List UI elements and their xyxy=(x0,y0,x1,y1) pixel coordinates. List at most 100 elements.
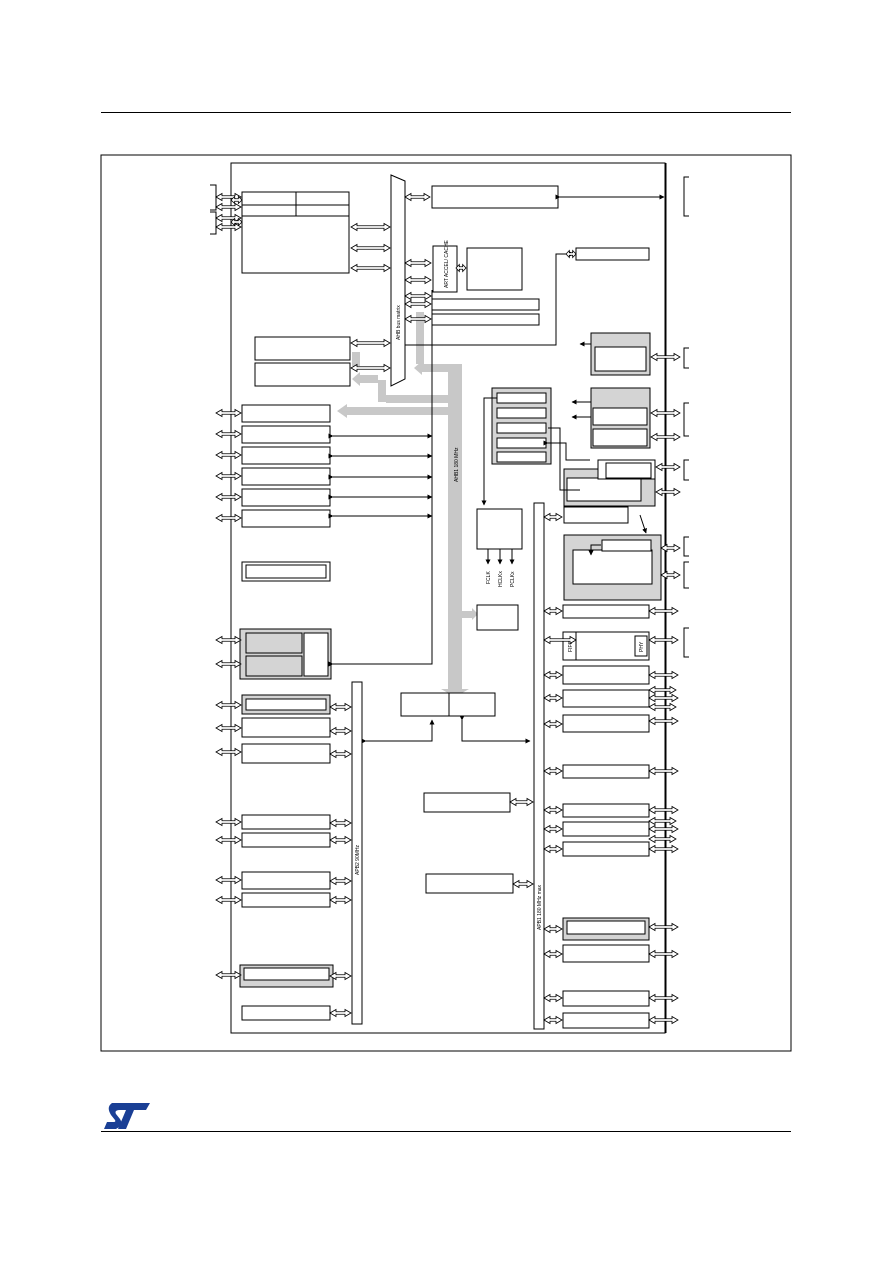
flash-block xyxy=(466,247,523,291)
double-arrow xyxy=(543,606,563,616)
double-arrow xyxy=(543,766,563,776)
standalone-block-inner xyxy=(245,564,327,579)
figure-frame xyxy=(100,154,792,1052)
clock-outputs xyxy=(485,549,515,565)
double-arrow xyxy=(215,408,242,418)
double-arrow xyxy=(329,876,352,886)
center-block xyxy=(423,792,511,813)
double-arrow xyxy=(650,432,681,442)
header-rule xyxy=(101,112,791,113)
double-arrow xyxy=(648,993,679,1003)
pin-bracket xyxy=(683,459,689,481)
double-arrow xyxy=(543,670,563,680)
double-arrow xyxy=(648,816,677,826)
double-arrow xyxy=(543,693,563,703)
center-block xyxy=(425,873,514,894)
double-arrow xyxy=(648,716,679,726)
double-arrow xyxy=(215,970,242,980)
art-cache-block xyxy=(432,245,458,293)
ahb-apb-bridges xyxy=(400,692,496,717)
double-arrow xyxy=(648,922,679,932)
double-arrow xyxy=(543,635,577,645)
double-arrow xyxy=(543,993,563,1003)
double-arrow xyxy=(655,462,681,472)
double-arrow xyxy=(329,895,352,905)
double-arrow xyxy=(215,835,242,845)
double-arrow xyxy=(648,670,679,680)
double-arrow xyxy=(350,338,391,348)
double-arrow xyxy=(648,805,679,815)
clk-hclk-label: HCLKx xyxy=(498,571,504,587)
double-arrow xyxy=(230,195,243,205)
double-arrow xyxy=(648,606,679,616)
signal-line xyxy=(639,514,647,534)
double-arrow xyxy=(404,275,432,285)
apb1-bus xyxy=(533,502,545,1030)
double-arrow xyxy=(543,949,563,959)
double-arrow xyxy=(329,702,352,712)
double-arrow xyxy=(648,949,679,959)
double-arrow xyxy=(215,492,242,502)
double-arrow xyxy=(655,487,681,497)
bridge-link-apb1 xyxy=(459,715,531,744)
rcc-subblocks xyxy=(496,392,547,463)
double-arrow xyxy=(404,291,432,301)
double-arrow xyxy=(648,824,679,834)
right-composite xyxy=(563,459,656,524)
core-block xyxy=(241,191,350,274)
pin-bracket xyxy=(683,536,689,557)
pin-bracket xyxy=(683,561,689,589)
double-arrow xyxy=(543,512,563,522)
double-arrow xyxy=(660,570,681,580)
apb2-bus-label: APB2 90MHz xyxy=(355,844,361,875)
apb2-peripheral-stack xyxy=(239,694,334,1021)
double-arrow xyxy=(543,719,563,729)
apb2-bus xyxy=(351,681,363,1025)
double-arrow xyxy=(648,702,677,712)
memory-block xyxy=(254,336,351,387)
double-arrow xyxy=(660,543,681,553)
double-arrow xyxy=(543,1015,563,1025)
pin-bracket xyxy=(210,211,217,235)
double-arrow xyxy=(215,222,242,232)
double-arrow xyxy=(215,723,242,733)
double-arrow xyxy=(543,824,563,834)
double-arrow xyxy=(648,834,677,844)
pin-bracket xyxy=(683,347,689,369)
double-arrow xyxy=(215,202,242,212)
signal-line xyxy=(543,440,590,461)
double-arrow xyxy=(350,263,391,273)
signal-line xyxy=(548,427,580,491)
ahb-bus-matrix-label: AHB bus matrix xyxy=(396,305,402,340)
pin-bracket xyxy=(683,176,689,217)
signal-line xyxy=(588,544,601,556)
double-arrow xyxy=(648,766,679,776)
ahb-apb-bridge-small xyxy=(476,604,519,631)
double-arrow xyxy=(648,844,679,854)
right-top-block xyxy=(575,247,650,261)
double-arrow xyxy=(565,249,577,259)
double-arrow xyxy=(215,700,242,710)
double-arrow xyxy=(215,817,242,827)
clk-fclk-label: FCLK xyxy=(486,571,492,584)
double-arrow xyxy=(329,749,352,759)
st-logo-icon xyxy=(104,1103,150,1129)
double-arrow xyxy=(215,895,242,905)
double-arrow xyxy=(650,352,681,362)
double-arrow xyxy=(215,875,242,885)
apb1-gray-peripheral xyxy=(562,917,650,941)
double-arrow xyxy=(350,222,391,232)
art-cache-label: ART ACCEL/ CACHE xyxy=(444,239,450,288)
bus-link xyxy=(405,251,575,346)
phy-label: PHY xyxy=(639,641,645,652)
double-arrow xyxy=(404,299,432,309)
double-arrow xyxy=(648,635,679,645)
top-center-block xyxy=(431,185,559,209)
double-arrow xyxy=(509,797,534,807)
apb1-peripheral-stack xyxy=(562,604,650,1029)
ahb-slave-block xyxy=(431,298,540,311)
pin-bracket xyxy=(683,627,689,658)
clk-pclk-label: PCLKx xyxy=(510,571,516,587)
apb1-bus-label: APB1 180 MHz max xyxy=(537,884,543,930)
